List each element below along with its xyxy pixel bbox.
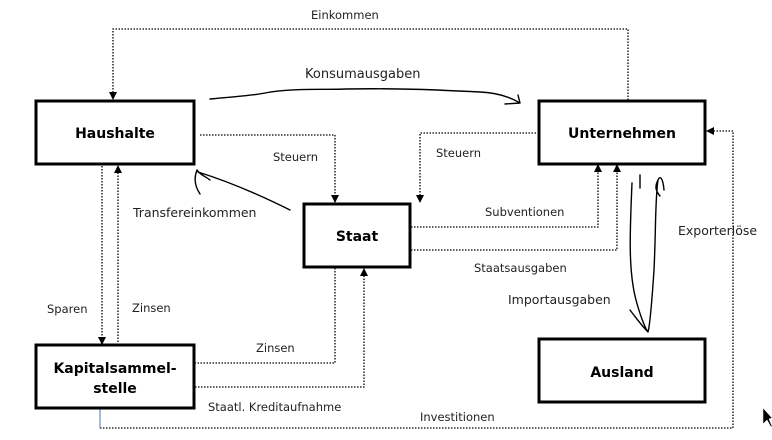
subventionen-arrow <box>399 164 602 228</box>
node-ausland-label: Ausland <box>590 365 653 381</box>
node-staat-label: Staat <box>336 229 379 245</box>
kreditaufnahme-arrow <box>132 268 368 388</box>
node-haushalte: Haushalte <box>34 99 196 166</box>
steuern-unternehmen-arrow <box>416 132 536 203</box>
investitionen-arrow <box>100 127 734 429</box>
node-kapital-label-1: Kapitalsammel- <box>53 361 176 377</box>
label-steuern-haushalte: Steuern <box>273 150 318 164</box>
label-steuern-unternehmen: Steuern <box>436 146 481 160</box>
node-unternehmen: Unternehmen <box>537 99 707 166</box>
staatsausgaben-arrow <box>399 164 621 251</box>
label-exporterloese: Exporterlöse <box>678 223 757 238</box>
transfereinkommen-hand-arrow <box>194 169 291 211</box>
label-zinsen-staat: Zinsen <box>256 341 295 355</box>
label-konsumausgaben: Konsumausgaben <box>305 67 420 82</box>
export-import-hand-loop <box>629 177 665 333</box>
label-einkommen: Einkommen <box>311 8 379 22</box>
label-subventionen: Subventionen <box>485 205 564 219</box>
node-kapital-label-2: stelle <box>93 381 137 397</box>
node-kapitalsammelstelle: Kapitalsammel- stelle <box>34 343 196 410</box>
einkommen-arrow <box>109 28 629 100</box>
label-zinsen-haushalte: Zinsen <box>132 301 171 315</box>
mouse-cursor-icon <box>762 407 772 428</box>
label-staatsausgaben: Staatsausgaben <box>474 261 567 275</box>
node-ausland: Ausland <box>537 337 707 404</box>
steuern-haushalte-arrow <box>200 134 339 203</box>
node-staat: Staat <box>302 202 412 269</box>
node-haushalte-label: Haushalte <box>75 126 155 142</box>
label-kreditaufnahme: Staatl. Kreditaufnahme <box>208 400 341 414</box>
label-importausgaben: Importausgaben <box>508 292 611 307</box>
label-transfereinkommen: Transfereinkommen <box>132 205 256 220</box>
node-unternehmen-label: Unternehmen <box>568 126 676 142</box>
konsumausgaben-hand-arrow <box>209 88 521 105</box>
label-sparen: Sparen <box>47 302 88 316</box>
label-investitionen: Investitionen <box>420 410 495 424</box>
